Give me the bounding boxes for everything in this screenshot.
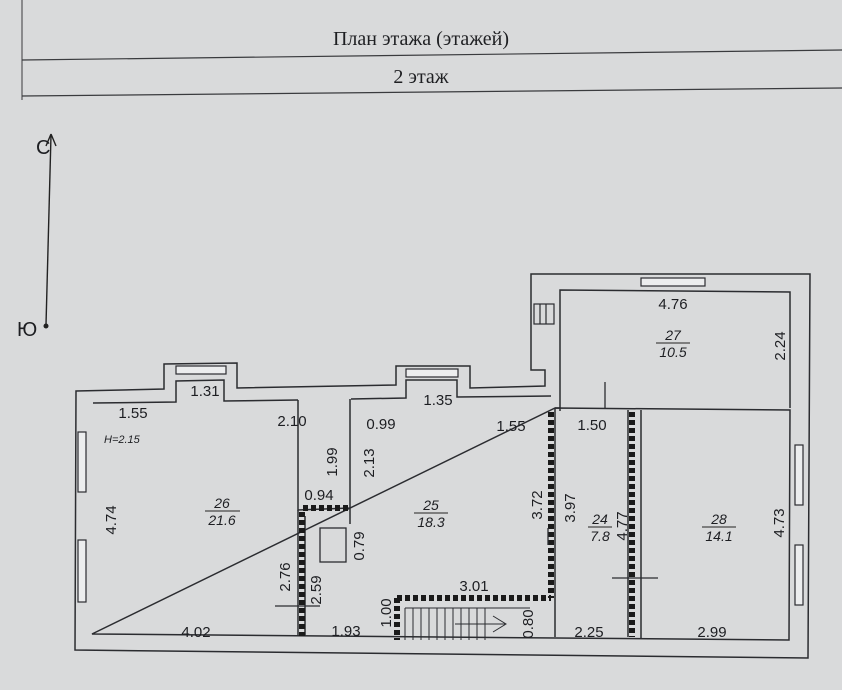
dimension: 0.99 <box>366 416 395 433</box>
exterior-walls <box>74 273 811 659</box>
room-area: 7.8 <box>590 528 610 544</box>
dimension: 1.55 <box>496 418 525 435</box>
dimension: 1.31 <box>190 383 219 400</box>
dimension-labels-vertical: 1.99 4.74 2.76 2.59 2.13 0.79 3.72 3.97 … <box>103 331 789 638</box>
header-divider <box>21 49 842 61</box>
dimension: 2.76 <box>277 562 294 591</box>
partition-walls <box>299 412 635 640</box>
dimension: 0.80 <box>520 609 537 638</box>
room-area: 18.3 <box>417 514 444 530</box>
dimension: 2.25 <box>574 624 603 641</box>
dimension: 0.79 <box>351 531 368 560</box>
room-number: 28 <box>710 511 727 527</box>
room-number: 24 <box>591 511 608 527</box>
room-labels: 26 21.6 25 18.3 24 7.8 27 10.5 28 14.1 <box>205 327 736 544</box>
compass: С Ю <box>17 133 57 341</box>
dimension-labels: 1.31 1.55 2.10 0.94 4.02 1.35 0.99 1.55 … <box>118 296 726 641</box>
staircase <box>404 607 530 640</box>
dimension: 4.02 <box>181 624 210 641</box>
dimension: 1.93 <box>331 623 360 640</box>
dimension: 3.72 <box>529 490 546 519</box>
dimension: 4.73 <box>771 508 788 537</box>
dimension: 4.77 <box>614 511 631 540</box>
plan-title: План этажа (этажей) <box>332 28 510 50</box>
dimension: 2.59 <box>308 575 325 604</box>
interior-walls <box>297 399 642 638</box>
room-number: 26 <box>213 495 230 511</box>
dimension: 2.10 <box>277 413 306 430</box>
dimension: 1.00 <box>378 598 395 627</box>
windows <box>77 277 804 606</box>
stair-arrow-icon <box>492 615 507 633</box>
dimension: 2.24 <box>772 331 789 360</box>
room-number: 27 <box>664 327 682 343</box>
dimension: 2.99 <box>697 624 726 641</box>
dimension: 0.94 <box>304 487 333 504</box>
dimension: 1.35 <box>423 392 452 409</box>
dimension: 2.13 <box>361 448 378 477</box>
dimension: 4.74 <box>103 505 120 534</box>
dimension: 3.97 <box>562 493 579 522</box>
dimension: 1.55 <box>118 405 147 422</box>
north-arrow-icon <box>45 133 57 147</box>
compass-north: С <box>36 137 50 159</box>
room-area: 14.1 <box>705 528 732 544</box>
compass-south: Ю <box>17 319 37 341</box>
dimension: 1.99 <box>324 447 341 476</box>
ceiling-height: H=2.15 <box>104 434 141 446</box>
dimension: 3.01 <box>459 578 488 595</box>
header-divider <box>21 87 842 97</box>
floor-label: 2 этаж <box>393 66 449 88</box>
room-area: 21.6 <box>207 512 235 528</box>
fixture <box>319 527 347 563</box>
door-marks <box>275 382 658 607</box>
room-area: 10.5 <box>659 344 686 360</box>
room-number: 25 <box>422 497 439 513</box>
dimension: 1.50 <box>577 417 606 434</box>
dimension: 4.76 <box>658 296 687 313</box>
